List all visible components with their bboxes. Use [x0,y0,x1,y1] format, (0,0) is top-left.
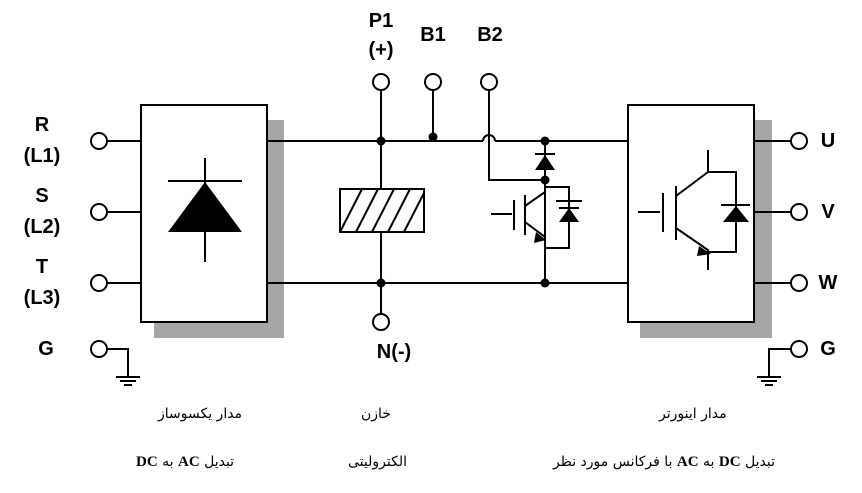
label-l3: (L3) [24,287,61,309]
label-plus: (+) [369,39,394,61]
rect-dc-word: DC [136,454,158,470]
rectifier-description: تبدیل AC به DC [136,454,234,471]
braking-freewheel-diode-icon [559,208,579,222]
label-b1: B1 [420,24,446,46]
label-g-right: G [820,338,836,360]
label-s: S [35,185,48,207]
inverter-emitter-arrow [697,246,711,256]
input-wires [108,140,141,386]
junction-dots [376,132,550,288]
inv-ac-word: AC [676,454,699,470]
output-terminal-circles [790,132,808,358]
rect-mid-word: به [162,454,174,470]
rectifier-diode-icon [168,158,242,262]
label-w: W [819,272,838,294]
rect-ac-word: AC [177,454,200,470]
terminal-p1 [372,73,390,91]
terminal-w [790,274,808,292]
inv-post-words: با فرکانس مورد نظر [553,454,673,470]
terminal-u [790,132,808,150]
inv-mid-word: به [703,454,715,470]
terminal-s [90,203,108,221]
label-p1: P1 [369,10,393,32]
braking-emitter-arrow [534,232,546,243]
capacitor-description: الکترولیتی [348,454,407,470]
terminal-g-right [790,340,808,358]
label-l1: (L1) [24,145,61,167]
label-g-left: G [38,338,54,360]
dc-bus-wires [267,90,628,314]
terminal-r [90,132,108,150]
rect-pre-word: تبدیل [204,454,235,470]
inverter-caption: مدار اینورتر [659,406,727,422]
label-v: V [821,201,835,223]
braking-diode-icon [535,155,555,170]
rectifier-caption: مدار یکسوساز [158,406,243,422]
rectifier-block [140,104,268,323]
label-b2: B2 [477,24,503,46]
inverter-description: تبدیل DC به AC با فرکانس مورد نظر [553,454,775,471]
terminal-b1 [424,73,442,91]
label-t: T [36,256,48,278]
label-r: R [35,114,50,136]
inverter-diode-icon [723,206,749,222]
terminal-n [372,313,390,331]
inv-dc-word: DC [718,454,741,470]
terminal-v [790,203,808,221]
terminal-t [90,274,108,292]
terminal-g-left [90,340,108,358]
label-n: N(-) [377,341,411,363]
inv-pre-word: تبدیل [745,454,775,470]
input-terminal-circles [90,132,108,358]
label-u: U [821,130,835,152]
capacitor-icon [339,188,425,233]
braking-igbt-icon [491,187,546,248]
label-l2: (L2) [24,216,61,238]
capacitor-caption: خازن [361,406,391,422]
output-wires [754,140,791,386]
dc-terminal-circles [372,73,498,331]
terminal-b2 [480,73,498,91]
